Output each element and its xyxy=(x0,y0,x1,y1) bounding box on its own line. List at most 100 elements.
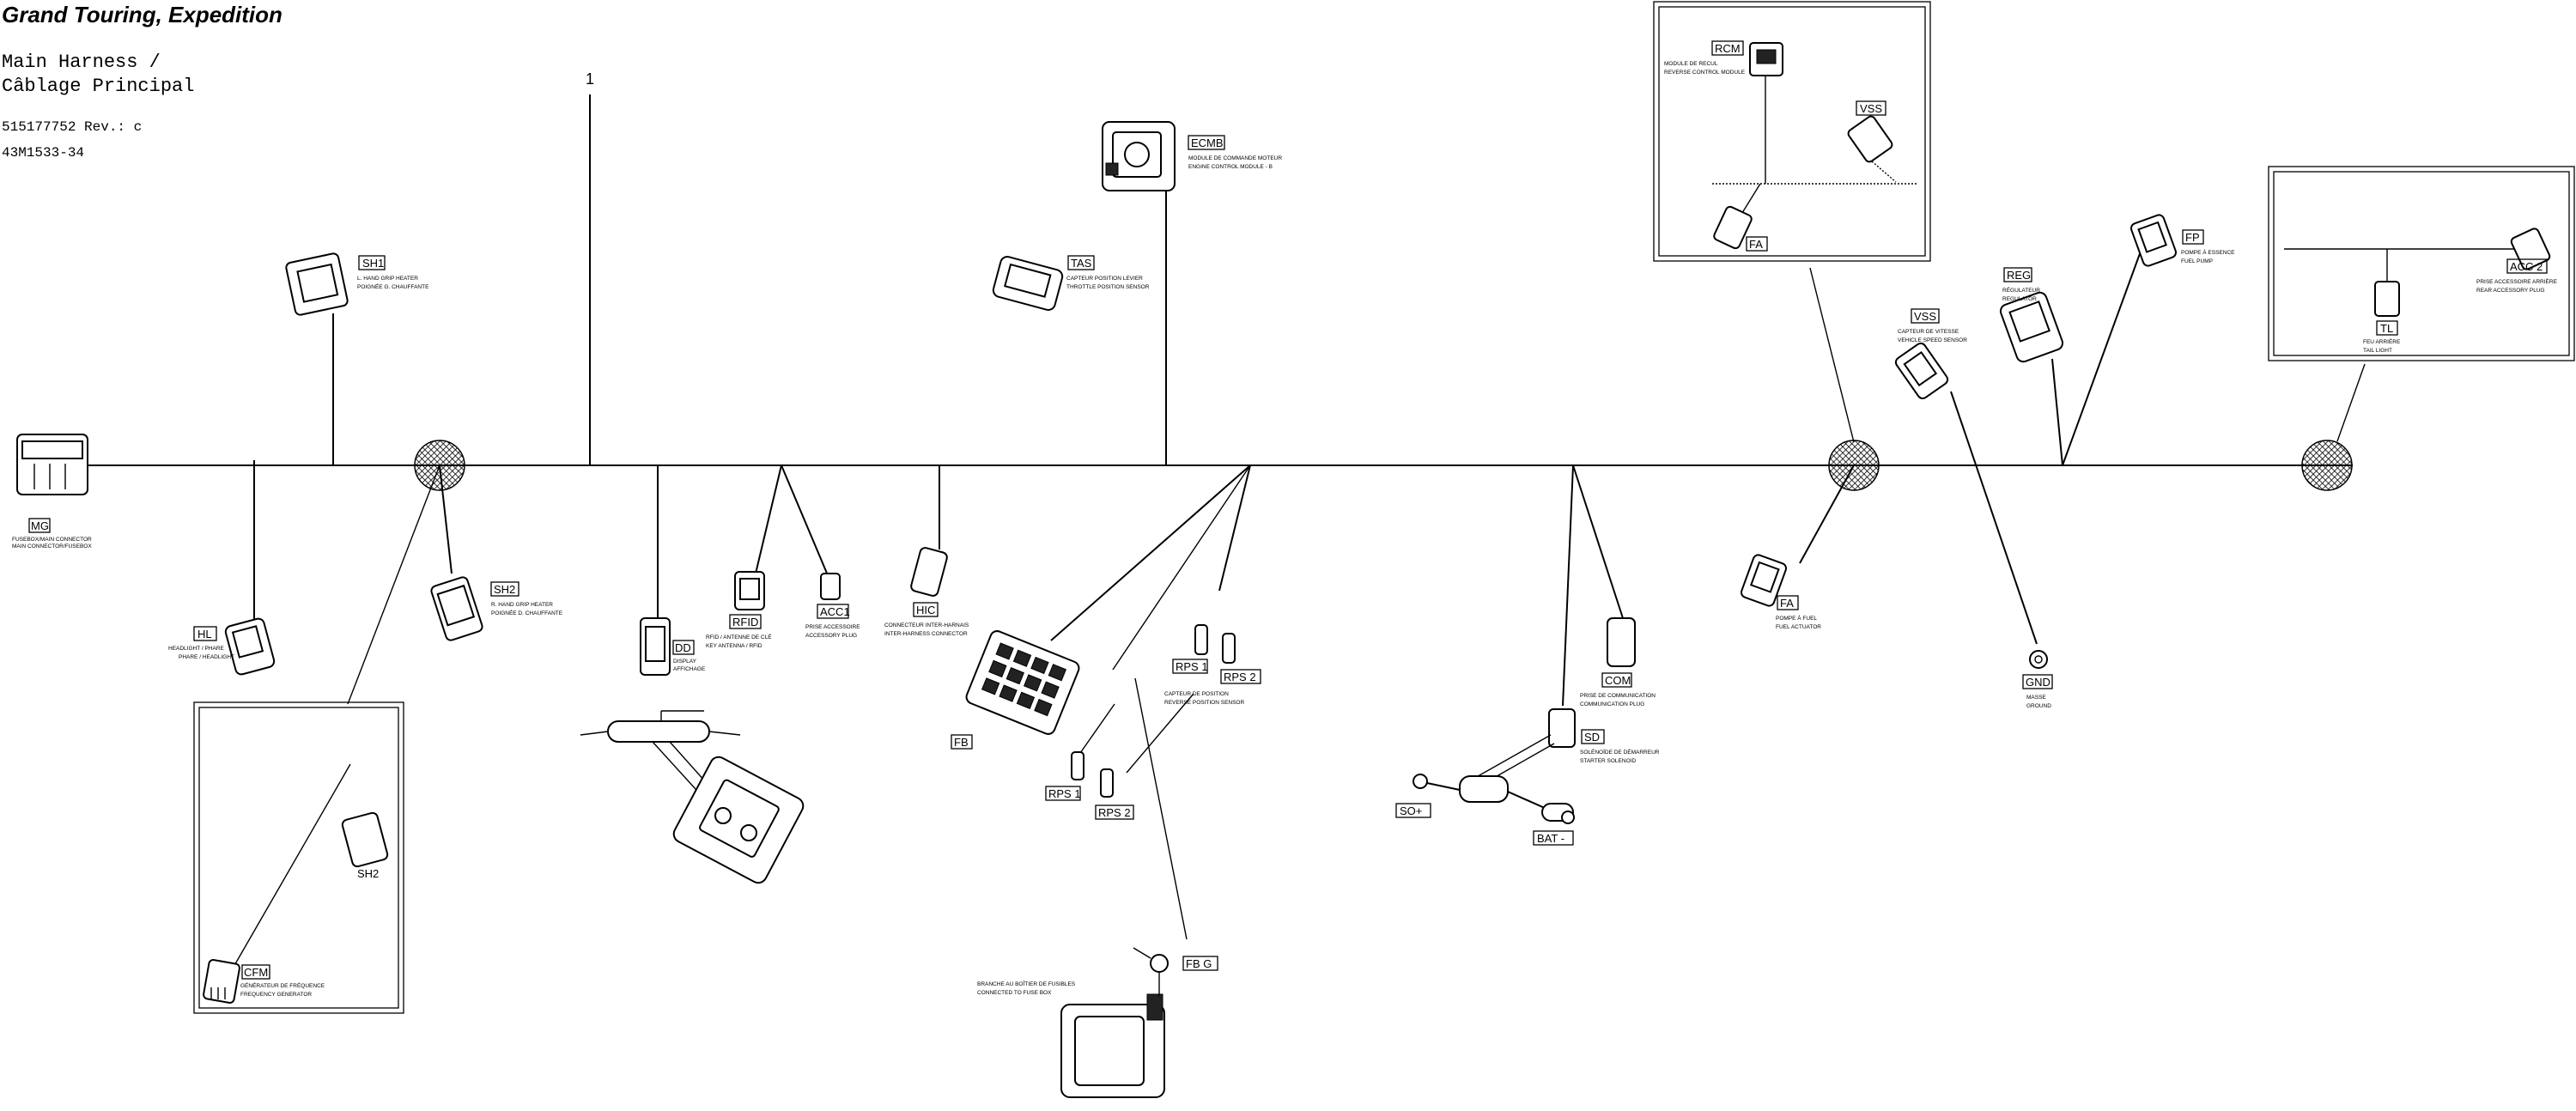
connector-cfm-desc-2: FREQUENCY GENERATOR xyxy=(240,992,312,998)
connector-fb-g-code: FB G xyxy=(1186,957,1212,970)
connector-fa-desc-2: FUEL ACTUATOR xyxy=(1776,624,1821,630)
connector-vss-desc-2: VEHICLE SPEED SENSOR xyxy=(1898,337,1967,343)
connector-rps-1-b: RPS 1 xyxy=(1045,703,1115,801)
connector-vss-inset-code: VSS xyxy=(1860,102,1882,115)
wire-sh2 xyxy=(439,464,453,574)
connector-sh1: SH1 L. HAND GRIP HEATER POIGNÉE G. CHAUF… xyxy=(285,252,429,316)
connector-rcm-code: RCM xyxy=(1715,42,1741,55)
connector-tl-desc-1: FEU ARRIÈRE xyxy=(2363,337,2401,345)
connector-dd-code: DD xyxy=(675,641,691,654)
connector-sh1-desc-2: POIGNÉE G. CHAUFFANTE xyxy=(357,282,429,290)
connector-fb-code: FB xyxy=(954,736,969,749)
connector-bat-minus: BAT - xyxy=(1533,830,1574,846)
connector-fb-g-desc-2: CONNECTED TO FUSE BOX xyxy=(977,990,1052,996)
connector-gnd: GND MASSE GROUND xyxy=(2022,650,2053,709)
connector-vss-inset: VSS xyxy=(1847,100,1893,163)
callout-number: 1 xyxy=(586,70,594,88)
inset-acc2-tl: ACC 2 PRISE ACCESSOIRE ARRIÈRE REAR ACCE… xyxy=(2268,166,2575,361)
wire-rcm-inset xyxy=(1809,267,1855,443)
connector-acc1-desc-1: PRISE ACCESSOIRE xyxy=(805,624,860,630)
connector-ecmb-desc-2: ENGINE CONTROL MODULE - B xyxy=(1188,164,1273,170)
wire-rps-b xyxy=(1112,464,1251,671)
connector-rps-2-a-desc-2: REVERSE POSITION SENSOR xyxy=(1164,700,1244,706)
connector-gnd-desc-1: MASSE xyxy=(2026,695,2046,701)
connector-vss-desc-1: CAPTEUR DE VITESSE xyxy=(1898,329,1959,335)
connector-sh2-inset: SH2 xyxy=(341,811,389,880)
connector-rcm: RCM MODULE DE RECUL REVERSE CONTROL MODU… xyxy=(1664,40,1783,76)
fuse-holder-drawing xyxy=(580,710,805,884)
connector-cfm-desc-1: GÉNÉRATEUR DE FRÉQUENCE xyxy=(240,981,325,989)
connector-reg-desc-2: REGULATOR xyxy=(2002,296,2037,302)
wire-fb xyxy=(1050,464,1251,641)
connector-tas-desc-2: THROTTLE POSITION SENSOR xyxy=(1066,284,1150,290)
connector-rps-2-b-code: RPS 2 xyxy=(1098,806,1131,819)
connector-tl-code: TL xyxy=(2380,322,2393,335)
connector-sh2-inset-code: SH2 xyxy=(357,867,379,880)
connector-rfid-desc-2: KEY ANTENNA / RFID xyxy=(706,643,762,649)
connector-dd-desc-2: AFFICHAGE xyxy=(673,666,706,672)
connector-dd: DD DISPLAY AFFICHAGE xyxy=(640,617,706,676)
connector-tl: TL FEU ARRIÈRE TAIL LIGHT xyxy=(2363,281,2401,354)
connector-sd-code: SD xyxy=(1584,731,1600,744)
connector-fa-inset: FA xyxy=(1713,205,1768,252)
document-code: 43M1533-34 xyxy=(2,145,84,161)
connector-fp: FP POMPE À ESSENCE FUEL PUMP xyxy=(2130,214,2235,267)
connector-gnd-desc-2: GROUND xyxy=(2026,703,2051,709)
part-number: 515177752 Rev.: c xyxy=(2,119,142,135)
wire-acc1 xyxy=(781,464,829,576)
connector-acc1-code: ACC1 xyxy=(820,605,850,618)
diagram-subtitle-line-2: Câblage Principal xyxy=(2,76,194,97)
connector-hic-desc-1: CONNECTEUR INTER-HARNAIS xyxy=(884,622,969,628)
connector-com-desc-1: PRISE DE COMMUNICATION xyxy=(1580,693,1656,699)
connector-rcm-desc-2: REVERSE CONTROL MODULE xyxy=(1664,70,1746,76)
connector-sh2: SH2 R. HAND GRIP HEATER POIGNÉE D. CHAUF… xyxy=(430,576,563,641)
connector-fa-code: FA xyxy=(1780,597,1794,610)
connector-rcm-desc-1: MODULE DE RECUL xyxy=(1664,61,1718,67)
connector-dd-desc-1: DISPLAY xyxy=(673,659,697,665)
connector-rfid-code: RFID xyxy=(732,616,758,628)
connector-tl-desc-2: TAIL LIGHT xyxy=(2363,348,2392,354)
connector-ecmb-desc-1: MODULE DE COMMANDE MOTEUR xyxy=(1188,155,1282,161)
wire-sd xyxy=(1562,464,1574,707)
connector-mg-desc-1: FUSEBOX/MAIN CONNECTOR xyxy=(12,537,92,543)
connector-acc2-desc-2: REAR ACCESSORY PLUG xyxy=(2476,288,2545,294)
connector-fb-g: FB G BRANCHE AU BOÎTIER DE FUSIBLES CONN… xyxy=(977,947,1218,1098)
connector-so-plus: SO+ xyxy=(1395,803,1431,818)
connector-rps-2-a-desc-1: CAPTEUR DE POSITION xyxy=(1164,691,1229,697)
connector-sh2-desc-1: R. HAND GRIP HEATER xyxy=(491,602,553,608)
grommet-3 xyxy=(2301,440,2353,491)
diagram-subtitle-line-1: Main Harness / xyxy=(2,52,161,73)
connector-sd-desc-2: STARTER SOLENOID xyxy=(1580,758,1636,764)
wire-rps-a xyxy=(1218,464,1251,592)
diagram-title: Grand Touring, Expedition xyxy=(2,2,283,27)
connector-com-desc-2: COMMUNICATION PLUG xyxy=(1580,701,1644,707)
inset-cfm: SH2 CFM GÉNÉRATEUR DE FRÉQUENCE FREQUENC… xyxy=(193,701,404,1014)
wire-fb-g xyxy=(1134,677,1188,940)
starter-cable-drawing xyxy=(1413,734,1575,824)
connector-hl-desc-2: PHARE / HEADLIGHT xyxy=(179,654,234,660)
wire-cfm-inset xyxy=(347,464,440,705)
connector-hic-code: HIC xyxy=(916,604,935,616)
wire-reg xyxy=(2051,358,2063,466)
connector-sd-desc-1: SOLÉNOÏDE DE DÉMARREUR xyxy=(1580,748,1660,756)
connector-com: COM PRISE DE COMMUNICATION COMMUNICATION… xyxy=(1580,617,1656,707)
connector-fp-desc-1: POMPE À ESSENCE xyxy=(2181,248,2235,256)
wire-acc2-inset xyxy=(2336,363,2366,442)
connector-rfid-desc-1: RFID / ANTENNE DE CLÉ xyxy=(706,633,772,640)
inset-rcm: RCM MODULE DE RECUL REVERSE CONTROL MODU… xyxy=(1653,1,1931,262)
connector-mg-code: MG xyxy=(31,519,49,532)
connector-ecmb-code: ECMB xyxy=(1191,137,1224,149)
connector-hl-desc-1: HEADLIGHT / PHARE xyxy=(168,646,225,652)
connector-bat-minus-code: BAT - xyxy=(1537,832,1564,845)
connector-vss-code: VSS xyxy=(1914,310,1936,323)
connector-acc2-desc-1: PRISE ACCESSOIRE ARRIÈRE xyxy=(2476,277,2558,285)
connector-reg-code: REG xyxy=(2007,269,2031,282)
connector-fb: FB xyxy=(951,630,1080,750)
connector-hl: HL HEADLIGHT / PHARE PHARE / HEADLIGHT xyxy=(168,617,276,676)
connector-sh1-code: SH1 xyxy=(362,257,384,270)
connector-rps-2-a: RPS 2 CAPTEUR DE POSITION REVERSE POSITI… xyxy=(1164,633,1261,706)
connector-cfm-code: CFM xyxy=(244,966,268,979)
connector-acc2: ACC 2 PRISE ACCESSOIRE ARRIÈRE REAR ACCE… xyxy=(2476,228,2558,294)
wire-fa xyxy=(1799,464,1855,564)
